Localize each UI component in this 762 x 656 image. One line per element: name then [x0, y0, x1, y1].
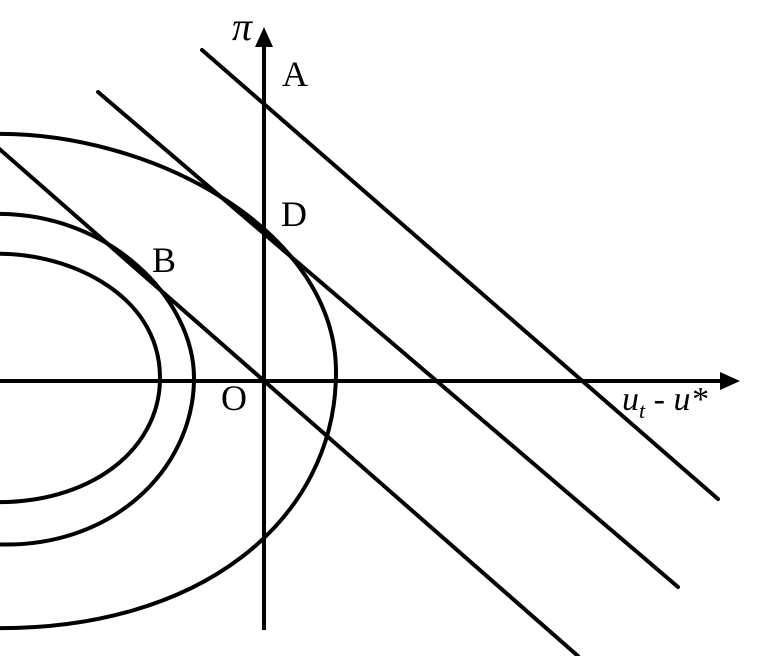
- x-axis-label-rest: - u*: [645, 381, 707, 418]
- point-label-o: O: [221, 378, 247, 418]
- x-axis-label-subscript: t: [639, 398, 646, 423]
- point-label-b: B: [152, 240, 176, 280]
- point-label-d: D: [281, 194, 307, 234]
- indifference-curve-outer: [0, 132, 338, 630]
- point-label-a: A: [282, 54, 308, 94]
- indifference-curve-inner: [0, 251, 162, 504]
- x-axis-label: ut - u*: [622, 381, 707, 423]
- y-axis-label: π: [232, 4, 253, 49]
- x-axis-label-main: u: [622, 381, 639, 418]
- line-through-a: [200, 48, 720, 501]
- x-axis-arrow-icon: [720, 372, 740, 390]
- line-through-d: [96, 90, 680, 589]
- line-through-origin-b: [0, 146, 580, 656]
- y-axis-arrow-icon: [255, 27, 273, 47]
- indifference-curve-middle: [0, 212, 196, 547]
